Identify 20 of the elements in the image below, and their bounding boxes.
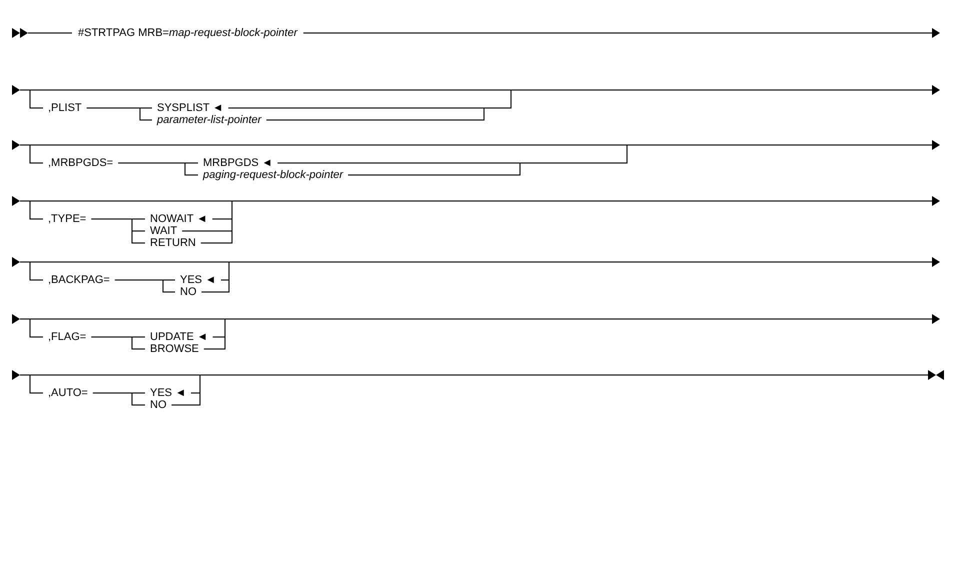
syntax-keyword: SYSPLIST ◄ bbox=[157, 102, 224, 114]
syntax-keyword: ,PLIST bbox=[48, 102, 82, 114]
syntax-keyword: ,AUTO= bbox=[48, 387, 88, 399]
syntax-keyword: RETURN bbox=[150, 237, 196, 249]
syntax-keyword: YES ◄ bbox=[180, 274, 216, 286]
syntax-keyword: paging-request-block-pointer bbox=[203, 169, 344, 181]
syntax-keyword: ,MRBPGDS= bbox=[48, 157, 114, 169]
syntax-keyword: ,FLAG= bbox=[48, 331, 86, 343]
syntax-keyword: parameter-list-pointer bbox=[157, 114, 262, 126]
syntax-keyword: YES ◄ bbox=[150, 387, 186, 399]
syntax-keyword: WAIT bbox=[150, 225, 178, 237]
syntax-keyword: MRBPGDS ◄ bbox=[203, 157, 273, 169]
syntax-keyword: UPDATE ◄ bbox=[150, 331, 208, 343]
syntax-keyword: #STRTPAG MRB=map-request-block-pointer bbox=[78, 27, 298, 39]
syntax-keyword: BROWSE bbox=[150, 343, 199, 355]
syntax-keyword: NOWAIT ◄ bbox=[150, 213, 208, 225]
syntax-keyword: NO bbox=[180, 286, 196, 298]
syntax-keyword: ,TYPE= bbox=[48, 213, 86, 225]
syntax-keyword: ,BACKPAG= bbox=[48, 274, 110, 286]
syntax-keyword: NO bbox=[150, 399, 166, 411]
